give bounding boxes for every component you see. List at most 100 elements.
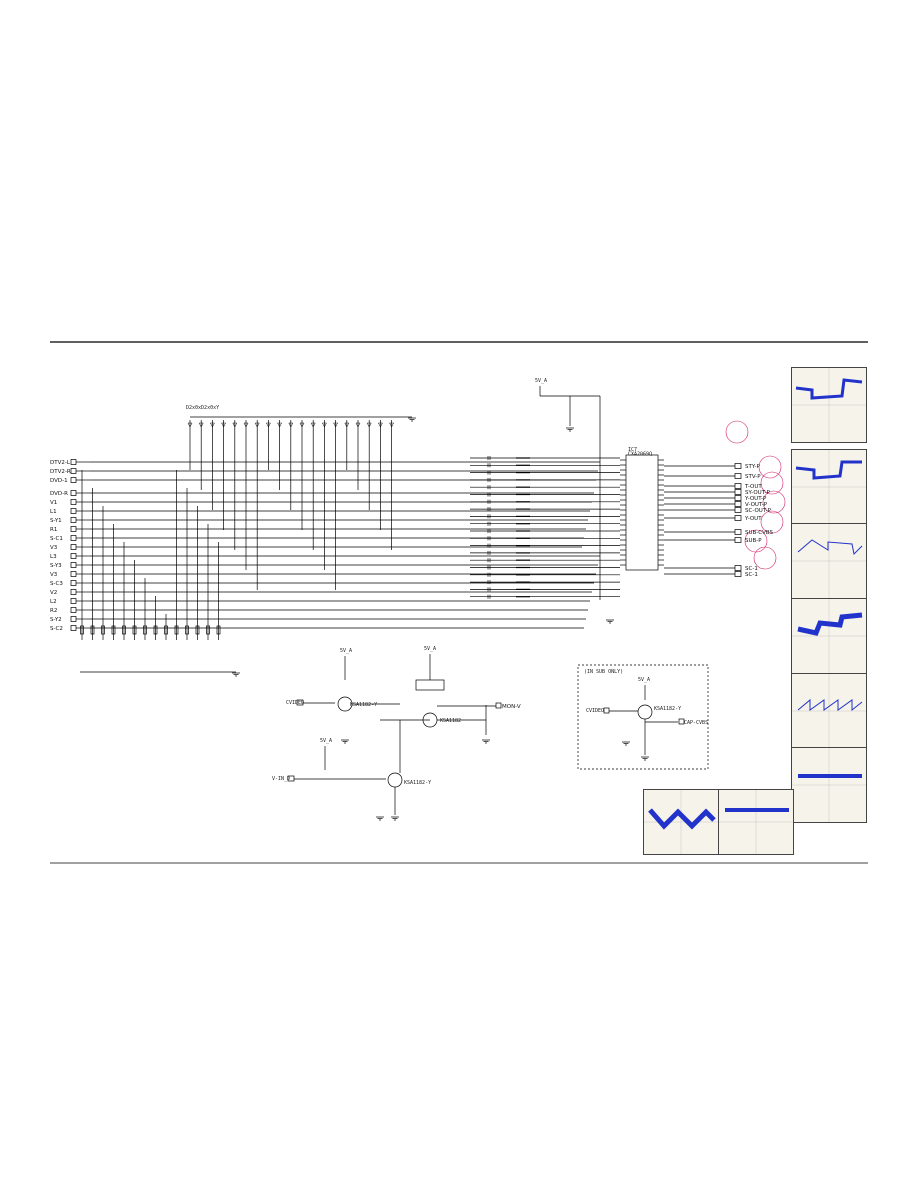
diode-icon	[310, 422, 316, 428]
input-connector-icon	[70, 607, 77, 613]
diode-icon	[277, 422, 283, 428]
output-connector-icon	[734, 507, 742, 513]
output-connector-icon	[734, 565, 742, 571]
output-connector-label: SC-1	[745, 572, 758, 578]
diode-icon	[243, 422, 249, 428]
input-connector-label: L3	[50, 554, 57, 560]
scope-panel-5	[791, 673, 867, 749]
input-connector-label: R2	[50, 608, 57, 614]
transistor-icon	[387, 772, 403, 788]
input-connector-icon	[70, 589, 77, 595]
callout-bubble	[758, 455, 782, 479]
scope-panel-3	[791, 523, 867, 599]
wires	[70, 386, 786, 821]
callout-bubble	[762, 490, 786, 514]
output-connector-icon	[495, 702, 502, 709]
input-connector-label: DTV2-R	[50, 469, 71, 475]
scope-panel-6	[791, 747, 867, 823]
input-connector-icon	[70, 517, 77, 523]
transistor-part: KSA1182-Y	[404, 780, 431, 786]
cvideo-input: CVIDEO	[286, 700, 304, 706]
inset-input-label: CVIDEO	[586, 708, 604, 714]
output-connector-label: SC-OUT-P	[745, 508, 772, 514]
output-connector-label: SY-OUT-P	[745, 490, 771, 496]
labels: DTV2-LDTV2-RDVD-1DVD-RV1L1S-Y1R1S-C1V3L3…	[50, 378, 774, 786]
output-connector-label: Y-OUT-P	[744, 496, 767, 502]
output-connector-icon	[678, 718, 685, 725]
diode-icon	[232, 422, 238, 428]
resistor-icon	[185, 625, 189, 635]
output-connector-icon	[734, 537, 742, 543]
output-connector-label: T-OUT	[744, 484, 762, 490]
inset-title: (IN SUB ONLY)	[584, 669, 623, 675]
diode-icon	[299, 422, 305, 428]
diode-icon	[254, 422, 260, 428]
callout-bubble	[760, 471, 784, 495]
power-label: 5V_A	[320, 738, 332, 744]
input-connector-label: V3	[50, 572, 58, 578]
input-connector-icon	[70, 580, 77, 586]
output-connector-icon	[734, 529, 742, 535]
diode-icon	[288, 422, 294, 428]
resistor-pack-icon	[415, 679, 445, 691]
diode-icon	[333, 422, 339, 428]
input-connector-icon	[603, 707, 610, 714]
monitor-output: MON-V	[502, 704, 521, 710]
resistor-icon	[206, 625, 210, 635]
output-connector-icon	[734, 489, 742, 495]
callout-bubble	[760, 510, 784, 534]
input-connector-icon	[70, 562, 77, 568]
resistor-icon	[90, 625, 95, 635]
resistor-icon	[80, 625, 84, 635]
output-connector-icon	[734, 483, 742, 489]
resistor-icon	[101, 625, 105, 635]
input-connector-label: V3	[50, 545, 58, 551]
input-connector-label: S-C2	[50, 626, 63, 632]
input-connector-icon	[70, 616, 77, 622]
mux-chip-ref: IC7	[628, 447, 637, 453]
diode-icon	[344, 422, 350, 428]
input-connector-icon	[70, 499, 77, 505]
input-connector-icon	[70, 553, 77, 559]
output-connector-label: STV-P	[745, 474, 761, 480]
vin-input: V-IN_D	[272, 776, 290, 782]
inset-output-label: CAP-CVBS	[684, 720, 708, 726]
input-connector-icon	[287, 775, 295, 782]
output-connector-label: Y-OUT	[744, 516, 762, 522]
mux-chip-body	[625, 454, 659, 571]
output-connector-label: STY-P	[745, 464, 761, 470]
power-label: 5V_A	[340, 648, 352, 654]
output-connector-icon	[734, 501, 742, 507]
power-label: 5V_A	[424, 646, 436, 652]
output-connector-label: SUB-CVBS	[745, 530, 774, 536]
diode-icon	[221, 422, 227, 428]
input-connector-label: L2	[50, 599, 57, 605]
resistor-icon	[153, 625, 158, 635]
scope-panel-1	[791, 367, 867, 443]
resistor-icon	[174, 625, 179, 635]
input-connector-icon	[70, 468, 77, 474]
input-connector-label: V1	[50, 500, 57, 506]
callout-bubble	[725, 420, 749, 444]
resistor-icon	[164, 625, 168, 635]
transistor-icon	[637, 704, 653, 720]
resistor-icon	[122, 625, 126, 635]
scope-panel-2	[791, 449, 867, 525]
input-connector-icon	[70, 490, 77, 496]
input-connector-label: L1	[50, 509, 57, 515]
diode-icon	[377, 422, 383, 428]
input-connector-icon	[70, 477, 77, 483]
input-connector-icon	[70, 571, 77, 577]
scope-panel-7	[643, 789, 719, 855]
resistor-icon	[143, 625, 147, 635]
input-connector-label: DTV2-L	[50, 460, 71, 466]
diode-icon	[366, 422, 372, 428]
output-connector-label: V-OUT-P	[745, 502, 768, 508]
inset-transistor-part: KSA1182-Y	[654, 706, 681, 712]
diode-icon	[187, 422, 193, 428]
output-connector-icon	[734, 495, 742, 501]
input-connector-icon	[70, 625, 77, 631]
diode-icon	[209, 422, 215, 428]
